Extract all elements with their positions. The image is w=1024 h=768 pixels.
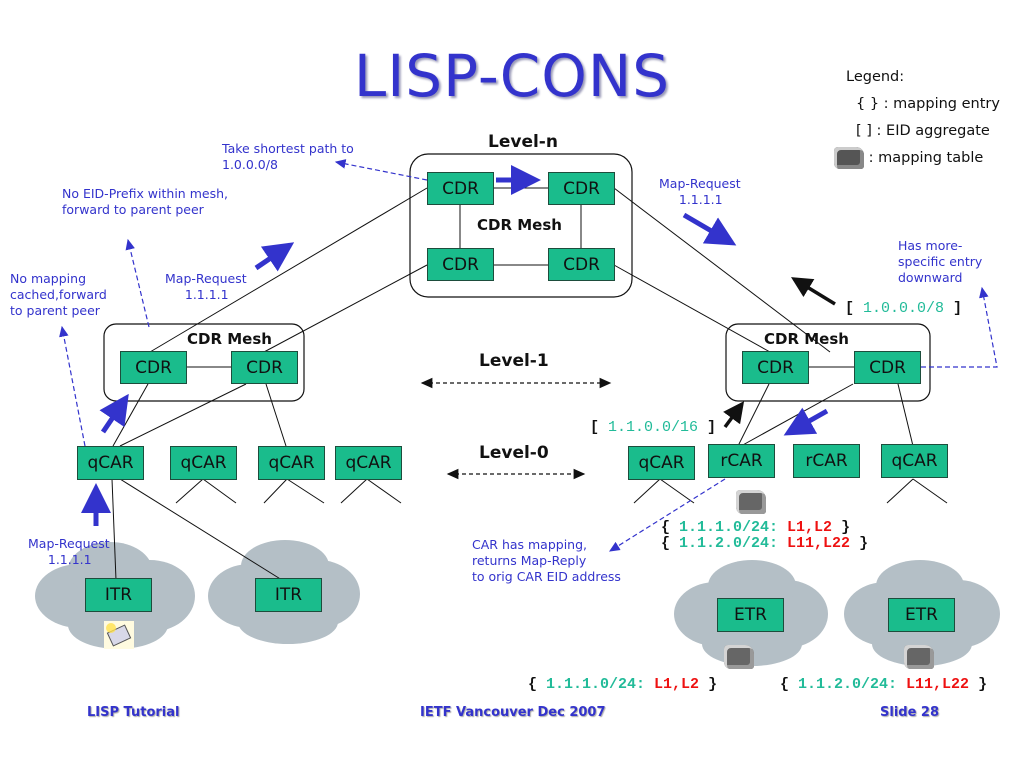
annotation-arrows <box>59 159 998 552</box>
cdr-node-bottom-left[interactable]: CDR <box>427 248 494 281</box>
cdr-node-l1-right-b[interactable]: CDR <box>854 351 921 384</box>
itr-node-left[interactable]: ITR <box>85 578 152 612</box>
footer-left: LISP Tutorial <box>87 705 180 720</box>
newspaper-icon <box>834 147 864 169</box>
mapping-entry-rcar-1: { 1.1.1.0/24: L1,L2 } <box>661 519 851 536</box>
rcar-node-2[interactable]: rCAR <box>793 444 860 478</box>
legend: Legend: { } : mapping entry [ ] : EID ag… <box>834 64 1000 172</box>
qcar-node-2[interactable]: qCAR <box>170 446 237 480</box>
mesh-container-left <box>103 323 305 402</box>
legend-heading: Legend: <box>846 69 905 85</box>
note-map-request-itr: Map-Request 1.1.1.1 <box>28 536 110 567</box>
mapping-entry-etr-right: { 1.1.2.0/24: L11,L22 } <box>780 676 988 693</box>
envelope-icon <box>104 621 134 649</box>
cdr-node-top-left[interactable]: CDR <box>427 172 494 205</box>
footer-center: IETF Vancouver Dec 2007 <box>420 705 606 720</box>
footer-slide-number: Slide 28 <box>880 705 940 720</box>
newspaper-icon <box>724 645 754 669</box>
mesh-container-right <box>725 323 931 402</box>
cdr-node-l1-right-a[interactable]: CDR <box>742 351 809 384</box>
mesh-label-top: CDR Mesh <box>477 216 562 234</box>
qcar-node-5[interactable]: qCAR <box>628 446 695 480</box>
mapping-entry-etr-left: { 1.1.1.0/24: L1,L2 } <box>528 676 718 693</box>
qcar-node-1[interactable]: qCAR <box>77 446 144 480</box>
eid-aggregate-level1: [ 1.0.0.0/8 ] <box>845 300 963 317</box>
etr-node-left[interactable]: ETR <box>717 598 784 632</box>
legend-item-mapping-entry: { } : mapping entry <box>856 96 1000 112</box>
legend-item-mapping-table: : mapping table <box>834 145 1000 172</box>
cdr-node-l1-left-b[interactable]: CDR <box>231 351 298 384</box>
map-request-arrows <box>81 165 829 526</box>
newspaper-icon <box>904 645 934 669</box>
note-map-request-left: Map-Request 1.1.1.1 <box>165 271 247 302</box>
qcar-node-4[interactable]: qCAR <box>335 446 402 480</box>
level-1-label: Level-1 <box>479 351 549 371</box>
slide-title: LISP-CONS <box>353 42 671 110</box>
cdr-node-bottom-right[interactable]: CDR <box>548 248 615 281</box>
note-car-has-mapping: CAR has mapping, returns Map-Reply to or… <box>472 537 621 584</box>
reply-path-arrows <box>723 277 836 429</box>
level-n-label: Level-n <box>488 132 558 152</box>
itr-node-right[interactable]: ITR <box>255 578 322 612</box>
level-0-label: Level-0 <box>479 443 549 463</box>
eid-aggregate-level0: [ 1.1.0.0/16 ] <box>590 419 717 436</box>
qcar-node-6[interactable]: qCAR <box>881 444 948 478</box>
qcar-node-3[interactable]: qCAR <box>258 446 325 480</box>
note-no-mapping-cached: No mapping cached,forward to parent peer <box>10 271 107 318</box>
note-shortest-path: Take shortest path to 1.0.0.0/8 <box>222 141 354 172</box>
note-more-specific: Has more- specific entry downward <box>898 238 983 285</box>
note-no-eid-prefix: No EID-Prefix within mesh, forward to pa… <box>62 186 228 217</box>
cdr-node-l1-left-a[interactable]: CDR <box>120 351 187 384</box>
legend-item-eid-aggregate: [ ] : EID aggregate <box>856 123 990 139</box>
newspaper-icon <box>736 490 766 514</box>
rcar-node-1[interactable]: rCAR <box>708 444 775 478</box>
etr-node-right[interactable]: ETR <box>888 598 955 632</box>
note-map-request-right: Map-Request 1.1.1.1 <box>659 176 741 207</box>
cdr-node-top-right[interactable]: CDR <box>548 172 615 205</box>
mesh-label-right: CDR Mesh <box>764 330 849 348</box>
mapping-entry-rcar-2: { 1.1.2.0/24: L11,L22 } <box>661 535 869 552</box>
mesh-label-left: CDR Mesh <box>187 330 272 348</box>
mesh-container-top <box>409 153 633 298</box>
